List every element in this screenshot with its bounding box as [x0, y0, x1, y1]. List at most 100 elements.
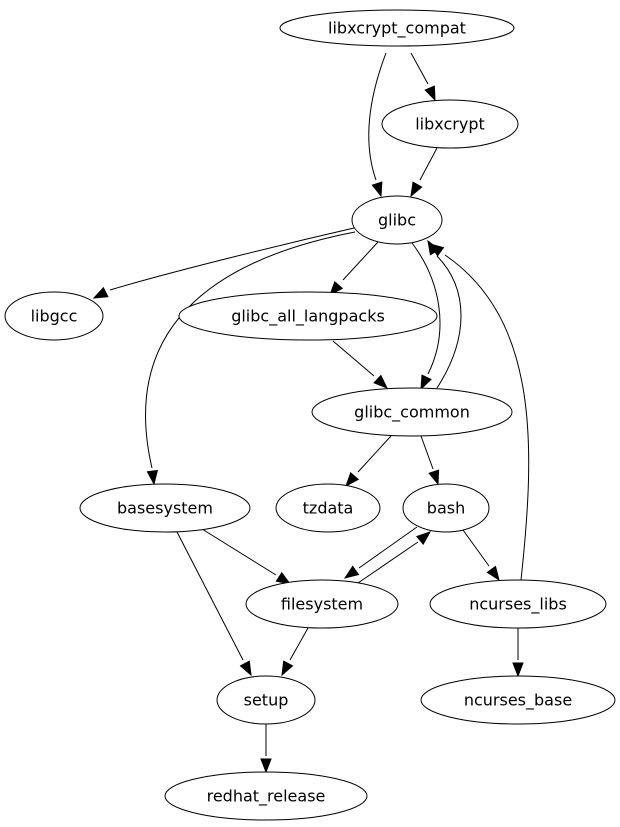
node-ellipse [216, 675, 316, 725]
edge-line [420, 435, 434, 470]
edge-line [332, 340, 375, 377]
edge-libxcrypt_compat-to-glibc [368, 52, 387, 198]
arrowhead-icon [146, 469, 159, 486]
edge-line [358, 526, 418, 569]
edge-basesystem-to-setup [176, 531, 252, 677]
node-label: libgcc [31, 307, 78, 326]
edge-line [444, 254, 530, 581]
arrowhead-icon [424, 85, 436, 102]
node-label: glibc_common [354, 403, 470, 423]
node-glibc-common[interactable]: glibc_common [311, 387, 513, 437]
arrowhead-icon [345, 472, 360, 488]
edge-line [109, 227, 355, 291]
arrowhead-icon [512, 662, 524, 678]
edge-bash-to-ncurses_libs [462, 529, 500, 582]
arrowhead-icon [428, 243, 445, 257]
node-label: libxcrypt [415, 115, 485, 134]
edge-line [411, 242, 441, 375]
node-label: basesystem [117, 499, 213, 518]
node-filesystem[interactable]: filesystem [245, 579, 399, 629]
arrowhead-icon [415, 531, 432, 546]
edges-layer [92, 52, 530, 774]
edge-ncurses_libs-to-glibc [428, 243, 530, 581]
node-libxcrypt-compat[interactable]: libxcrypt_compat [279, 9, 515, 47]
node-ellipse [178, 291, 438, 341]
edge-glibc_all_langpacks-to-glibc_common [332, 340, 389, 389]
edge-bash-to-filesystem [343, 526, 418, 579]
node-libxcrypt[interactable]: libxcrypt [381, 99, 519, 149]
node-tzdata[interactable]: tzdata [275, 483, 381, 533]
edge-filesystem-to-setup [281, 627, 309, 677]
edge-filesystem-to-bash [357, 531, 432, 584]
edge-line [368, 52, 387, 181]
edge-ncurses_libs-to-ncurses_base [512, 628, 524, 678]
arrowhead-icon [410, 181, 423, 198]
node-ellipse [381, 99, 519, 149]
edge-line [410, 52, 429, 85]
edge-setup-to-redhat_release [260, 724, 272, 774]
node-ellipse [420, 675, 616, 725]
node-label: ncurses_libs [469, 595, 567, 615]
node-ellipse [4, 291, 104, 341]
edge-glibc-to-glibc_all_langpacks [329, 241, 379, 297]
node-libgcc[interactable]: libgcc [4, 291, 104, 341]
node-ellipse [351, 195, 443, 245]
edge-libxcrypt_compat-to-libxcrypt [410, 52, 436, 102]
node-label: ncurses_base [464, 691, 572, 711]
arrowhead-icon [329, 281, 344, 297]
node-setup[interactable]: setup [216, 675, 316, 725]
node-ellipse [311, 387, 513, 437]
node-label: setup [244, 691, 289, 710]
edge-line [342, 241, 379, 281]
arrowhead-icon [371, 181, 383, 198]
node-label: filesystem [281, 595, 363, 614]
node-label: redhat_release [207, 787, 326, 807]
edge-line [436, 255, 462, 389]
edge-libxcrypt-to-glibc [410, 147, 438, 198]
edge-glibc-to-glibc_common [411, 242, 441, 391]
node-redhat-release[interactable]: redhat_release [164, 771, 368, 821]
node-ellipse [79, 483, 251, 533]
node-basesystem[interactable]: basesystem [79, 483, 251, 533]
node-ellipse [275, 483, 381, 533]
edge-line [357, 541, 419, 584]
edge-line [289, 627, 309, 661]
arrowhead-icon [373, 374, 389, 389]
edge-glibc_common-to-bash [420, 435, 440, 486]
node-ellipse [279, 9, 515, 47]
node-label: glibc_all_langpacks [231, 307, 385, 327]
node-ncurses-base[interactable]: ncurses_base [420, 675, 616, 725]
arrowhead-icon [239, 660, 252, 677]
node-glibc[interactable]: glibc [351, 195, 443, 245]
arrowhead-icon [343, 565, 360, 579]
edge-glibc_common-to-tzdata [345, 435, 392, 488]
arrowhead-icon [281, 660, 294, 677]
node-ncurses-libs[interactable]: ncurses_libs [429, 579, 607, 629]
node-ellipse [245, 579, 399, 629]
node-label: tzdata [303, 499, 354, 518]
node-ellipse [402, 483, 490, 533]
node-label: glibc [378, 211, 416, 230]
edge-line [462, 529, 490, 567]
arrowhead-icon [92, 286, 109, 299]
node-ellipse [164, 771, 368, 821]
arrowhead-icon [428, 469, 440, 486]
node-ellipse [429, 579, 607, 629]
arrowhead-icon [275, 571, 292, 585]
node-label: bash [427, 499, 465, 518]
edge-line [357, 435, 392, 473]
edge-line [145, 231, 356, 469]
node-bash[interactable]: bash [402, 483, 490, 533]
arrowhead-icon [420, 374, 432, 391]
edge-glibc-to-basesystem [145, 231, 356, 486]
arrowhead-icon [486, 565, 500, 582]
nodes-layer: libxcrypt_compat libxcrypt glibc libgcc glib… [4, 9, 616, 821]
edge-basesystem-to-filesystem [201, 528, 292, 585]
node-label: libxcrypt_compat [328, 19, 466, 39]
node-glibc-all-langpacks[interactable]: glibc_all_langpacks [178, 291, 438, 341]
edge-line [419, 147, 438, 181]
arrowhead-icon [260, 758, 272, 774]
edge-line [201, 528, 277, 576]
edge-glibc-to-libgcc [92, 227, 355, 299]
